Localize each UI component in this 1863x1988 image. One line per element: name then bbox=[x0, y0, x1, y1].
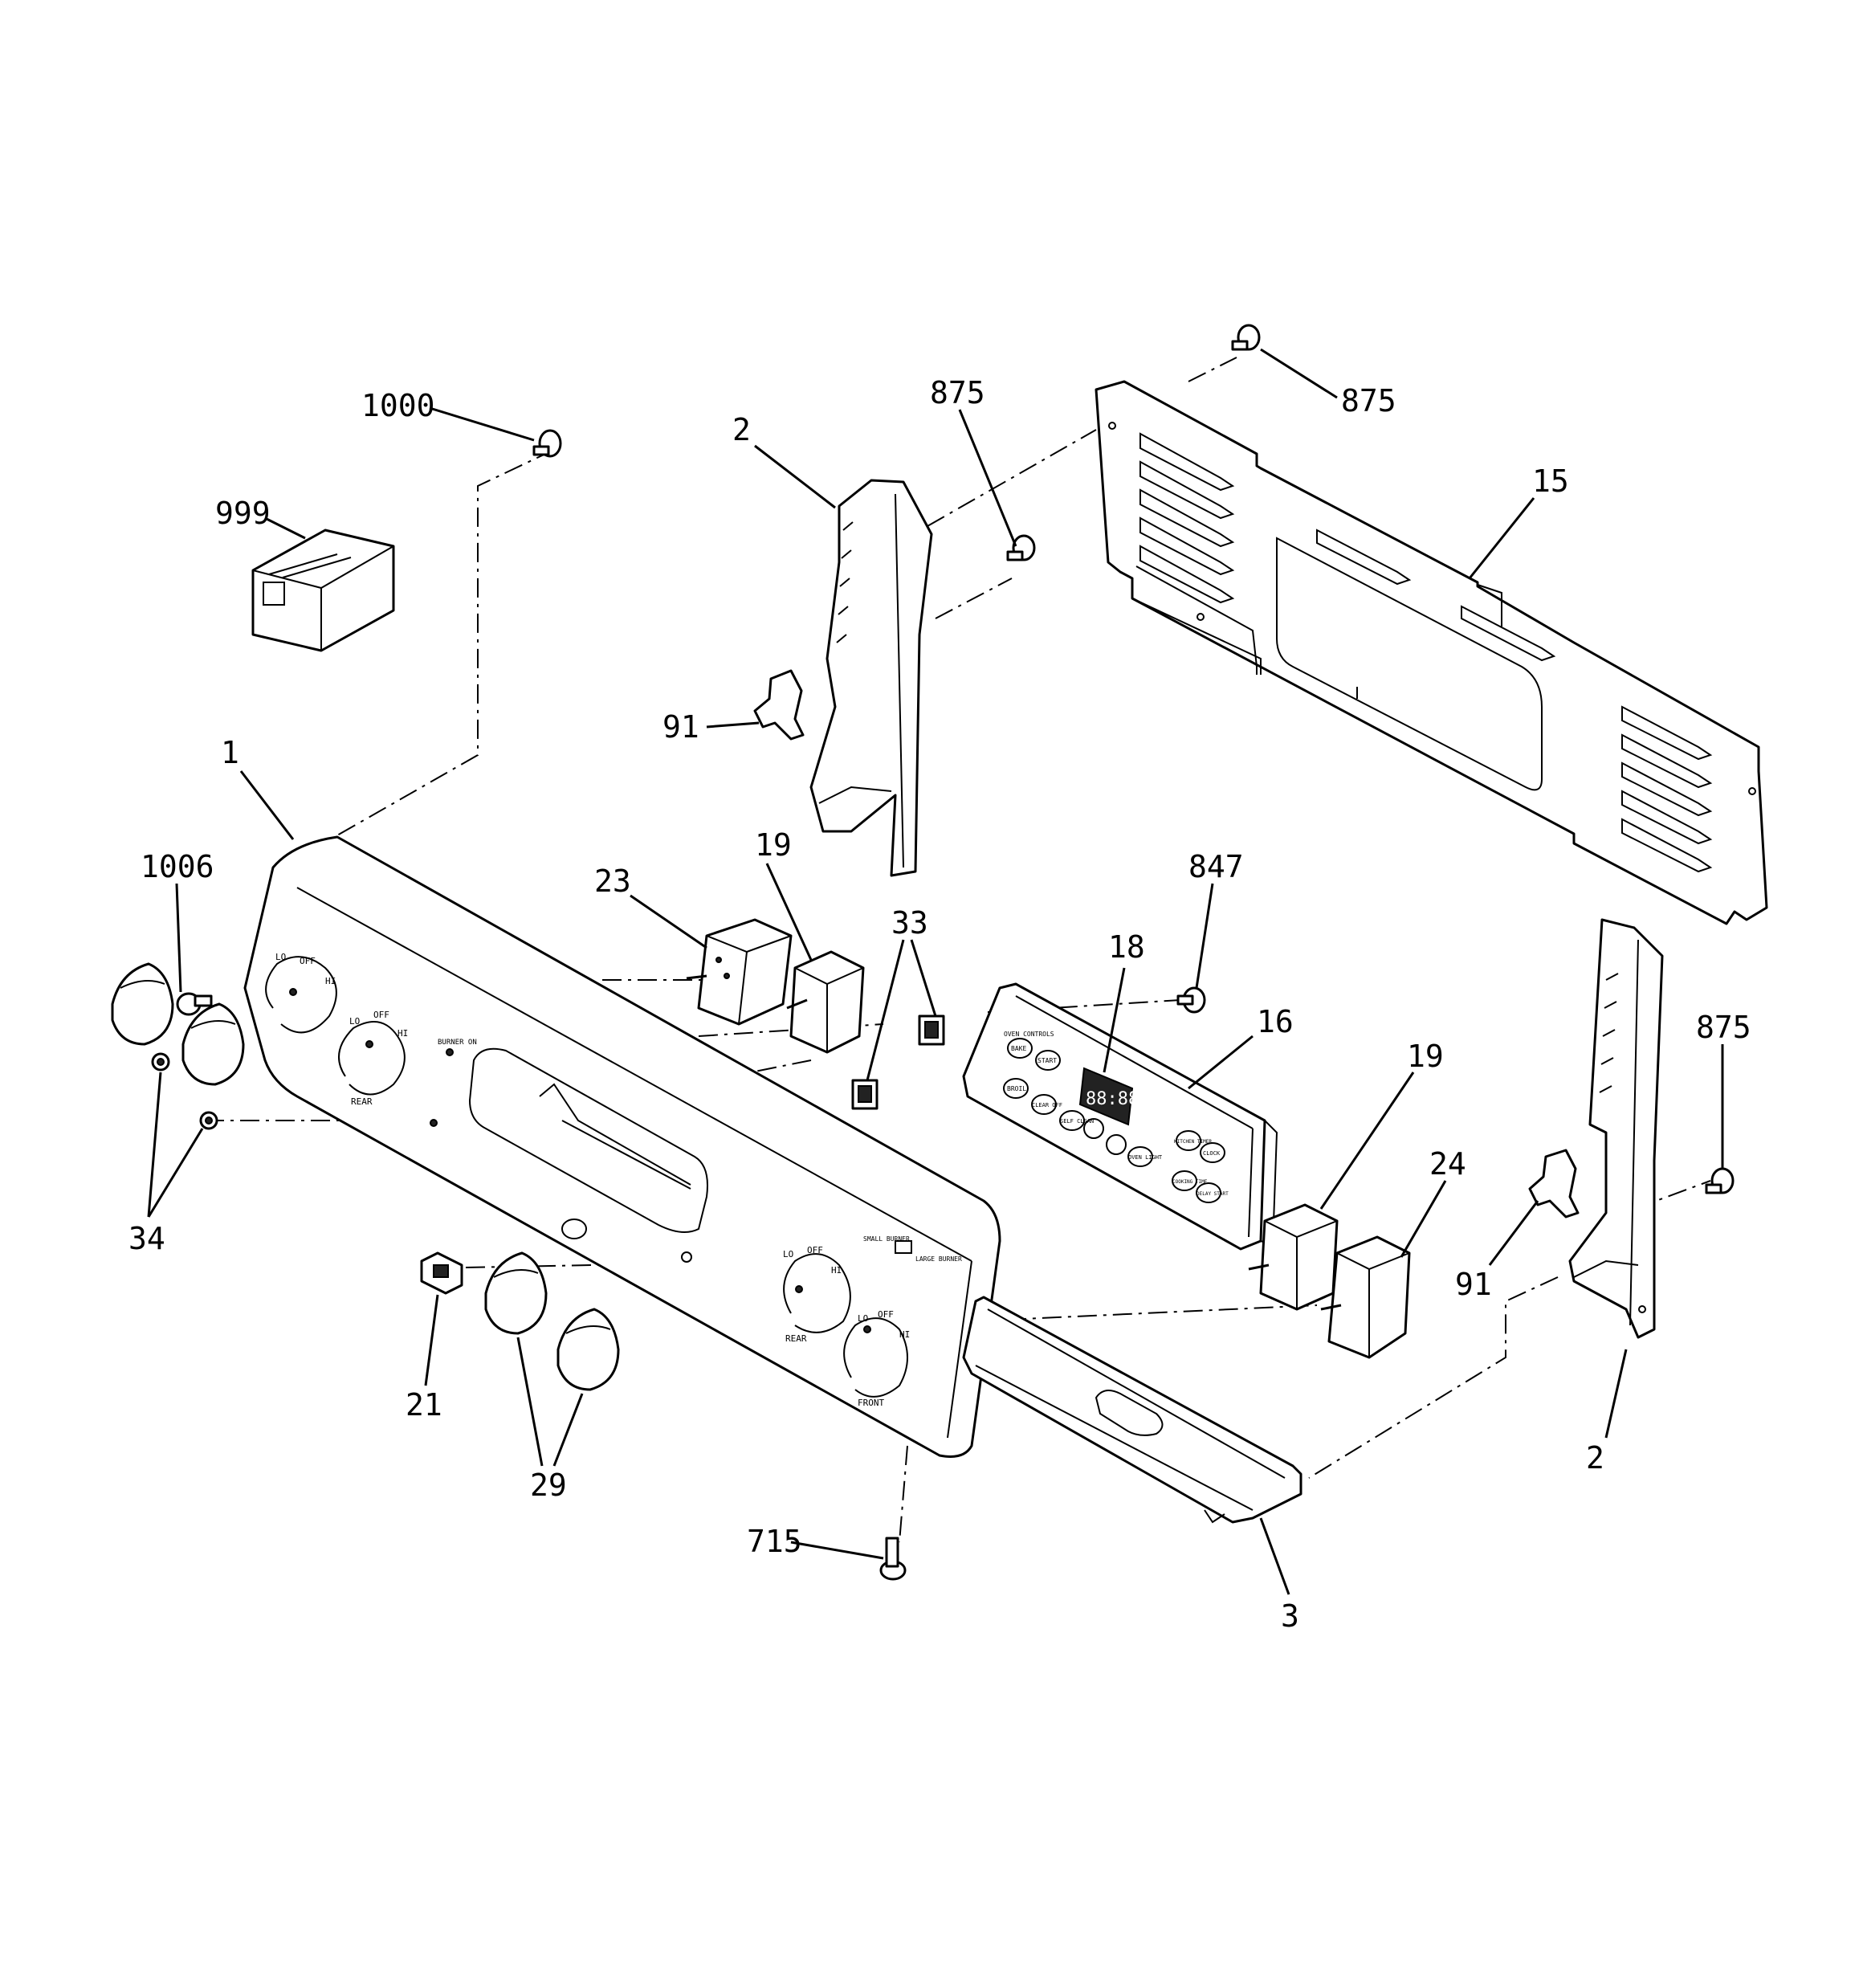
label-oven-controls: OVEN CONTROLS bbox=[1004, 1031, 1054, 1038]
assembly-line-switch-right bbox=[971, 1304, 1318, 1322]
callout-847: 847 bbox=[1188, 849, 1244, 884]
callout-999: 999 bbox=[215, 496, 271, 531]
label-lo-left: LO bbox=[275, 952, 286, 962]
leader-lines bbox=[147, 348, 1724, 1595]
callout-33: 33 bbox=[891, 905, 928, 941]
label-lo-right2: LO bbox=[858, 1313, 868, 1324]
label-lo-right: LO bbox=[783, 1249, 793, 1259]
callout-15: 15 bbox=[1532, 463, 1569, 499]
part-715-screw bbox=[879, 1537, 907, 1581]
callout-24: 24 bbox=[1429, 1146, 1466, 1182]
part-2-left-bracket bbox=[809, 479, 933, 877]
assembly-line-clip-33 bbox=[750, 1059, 812, 1073]
display-readout: 88:88 bbox=[1086, 1089, 1139, 1109]
part-34-plugs bbox=[151, 1052, 218, 1130]
callout-21: 21 bbox=[406, 1387, 442, 1423]
part-15-back-panel bbox=[1095, 380, 1768, 925]
callout-2-left: 2 bbox=[732, 412, 751, 447]
callout-1: 1 bbox=[221, 735, 239, 770]
label-cooking-time: COOKING TIME bbox=[1172, 1179, 1208, 1185]
callout-2-right: 2 bbox=[1586, 1440, 1604, 1476]
label-off-left: OFF bbox=[300, 956, 316, 966]
part-21-switch bbox=[420, 1251, 463, 1295]
callout-91-right: 91 bbox=[1455, 1267, 1492, 1302]
assembly-line-screw-875-mid bbox=[935, 578, 1013, 619]
assembly-line-screw-715 bbox=[899, 1445, 908, 1543]
assembly-line-bracket-right bbox=[1308, 1276, 1559, 1479]
part-875-top-screw bbox=[1231, 324, 1261, 351]
label-front-right: FRONT bbox=[858, 1398, 884, 1408]
label-self-clean: SELF CLEAN bbox=[1060, 1118, 1094, 1125]
callout-labels: 1000 999 2 875 875 15 91 1 1006 23 19 33… bbox=[128, 375, 1751, 1634]
label-lo-left2: LO bbox=[349, 1016, 360, 1027]
label-off-left2: OFF bbox=[373, 1010, 389, 1020]
part-1000-screw bbox=[532, 429, 562, 458]
label-oven-light: OVEN LIGHT bbox=[1128, 1154, 1163, 1161]
callout-23: 23 bbox=[594, 863, 631, 899]
part-24-switch bbox=[1320, 1235, 1411, 1359]
callout-1000: 1000 bbox=[361, 388, 435, 423]
part-875-mid-screw bbox=[1006, 534, 1036, 561]
label-bake: BAKE bbox=[1011, 1045, 1026, 1052]
callout-29: 29 bbox=[530, 1468, 567, 1503]
label-large-burner: LARGE BURNER bbox=[915, 1255, 962, 1263]
callout-875-mid: 875 bbox=[930, 375, 985, 410]
label-clear-off: CLEAR OFF bbox=[1032, 1102, 1062, 1108]
part-999-literature-box bbox=[251, 529, 395, 652]
callout-715: 715 bbox=[747, 1524, 802, 1559]
callout-19-left: 19 bbox=[755, 827, 792, 863]
part-847-screw bbox=[1176, 986, 1206, 1014]
assembly-line-screw-875-top bbox=[1188, 357, 1237, 382]
callout-1006: 1006 bbox=[141, 849, 214, 884]
label-start: START bbox=[1037, 1057, 1057, 1064]
label-rear-right: REAR bbox=[785, 1333, 807, 1344]
part-19-left-switch bbox=[786, 950, 865, 1054]
label-burner-on: BURNER ON bbox=[438, 1039, 477, 1047]
knob-right-2 bbox=[556, 1308, 620, 1391]
label-broil: BROIL bbox=[1007, 1085, 1026, 1092]
callout-91-left: 91 bbox=[662, 709, 699, 745]
label-hi-right: HI bbox=[831, 1265, 842, 1276]
assembly-line-screw-1000 bbox=[336, 449, 555, 836]
label-small-burner: SMALL BURNER bbox=[863, 1235, 910, 1243]
callout-34: 34 bbox=[128, 1221, 165, 1256]
callout-3: 3 bbox=[1281, 1598, 1299, 1634]
callout-875-right: 875 bbox=[1696, 1010, 1751, 1045]
knob-left-2 bbox=[181, 1002, 245, 1086]
part-23-switch bbox=[686, 918, 793, 1026]
part-33-clip-a bbox=[918, 1014, 945, 1046]
label-rear-left: REAR bbox=[351, 1096, 373, 1107]
control-buttons bbox=[1003, 1038, 1225, 1203]
part-1006-screw bbox=[176, 992, 213, 1016]
label-off-right2: OFF bbox=[878, 1309, 894, 1320]
label-hi-right2: HI bbox=[899, 1329, 910, 1340]
label-delay-start: DELAY START bbox=[1196, 1191, 1229, 1197]
callout-19-right: 19 bbox=[1407, 1039, 1444, 1074]
part-1-control-panel: LO OFF HI LO OFF HI REAR BURNER ON LO OF… bbox=[243, 835, 1001, 1458]
assembly-line-screw-847 bbox=[987, 999, 1181, 1013]
part-3-trim bbox=[962, 1296, 1302, 1524]
knob-left-1 bbox=[111, 962, 174, 1046]
part-91-right-clip bbox=[1528, 1149, 1580, 1219]
part-91-left-clip bbox=[753, 669, 805, 741]
part-2-right-bracket bbox=[1568, 918, 1664, 1339]
label-hi-left2: HI bbox=[397, 1028, 408, 1039]
part-16-oven-control: 88:88 OVEN CONTROLS BAKE START BROIL CLE… bbox=[962, 982, 1278, 1251]
callout-875-top: 875 bbox=[1341, 383, 1396, 418]
part-875-right-screw bbox=[1705, 1167, 1735, 1194]
label-clock: CLOCK bbox=[1203, 1150, 1221, 1157]
label-off-right: OFF bbox=[807, 1245, 823, 1255]
knob-right-1 bbox=[484, 1251, 548, 1335]
label-hi-left: HI bbox=[325, 976, 336, 986]
callout-16: 16 bbox=[1257, 1004, 1294, 1039]
part-33-clip-b bbox=[851, 1079, 879, 1110]
callout-18: 18 bbox=[1108, 929, 1145, 965]
label-kitchen-timer: KITCHEN TIMER bbox=[1174, 1139, 1212, 1145]
assembly-line-bracket-top bbox=[927, 429, 1097, 527]
